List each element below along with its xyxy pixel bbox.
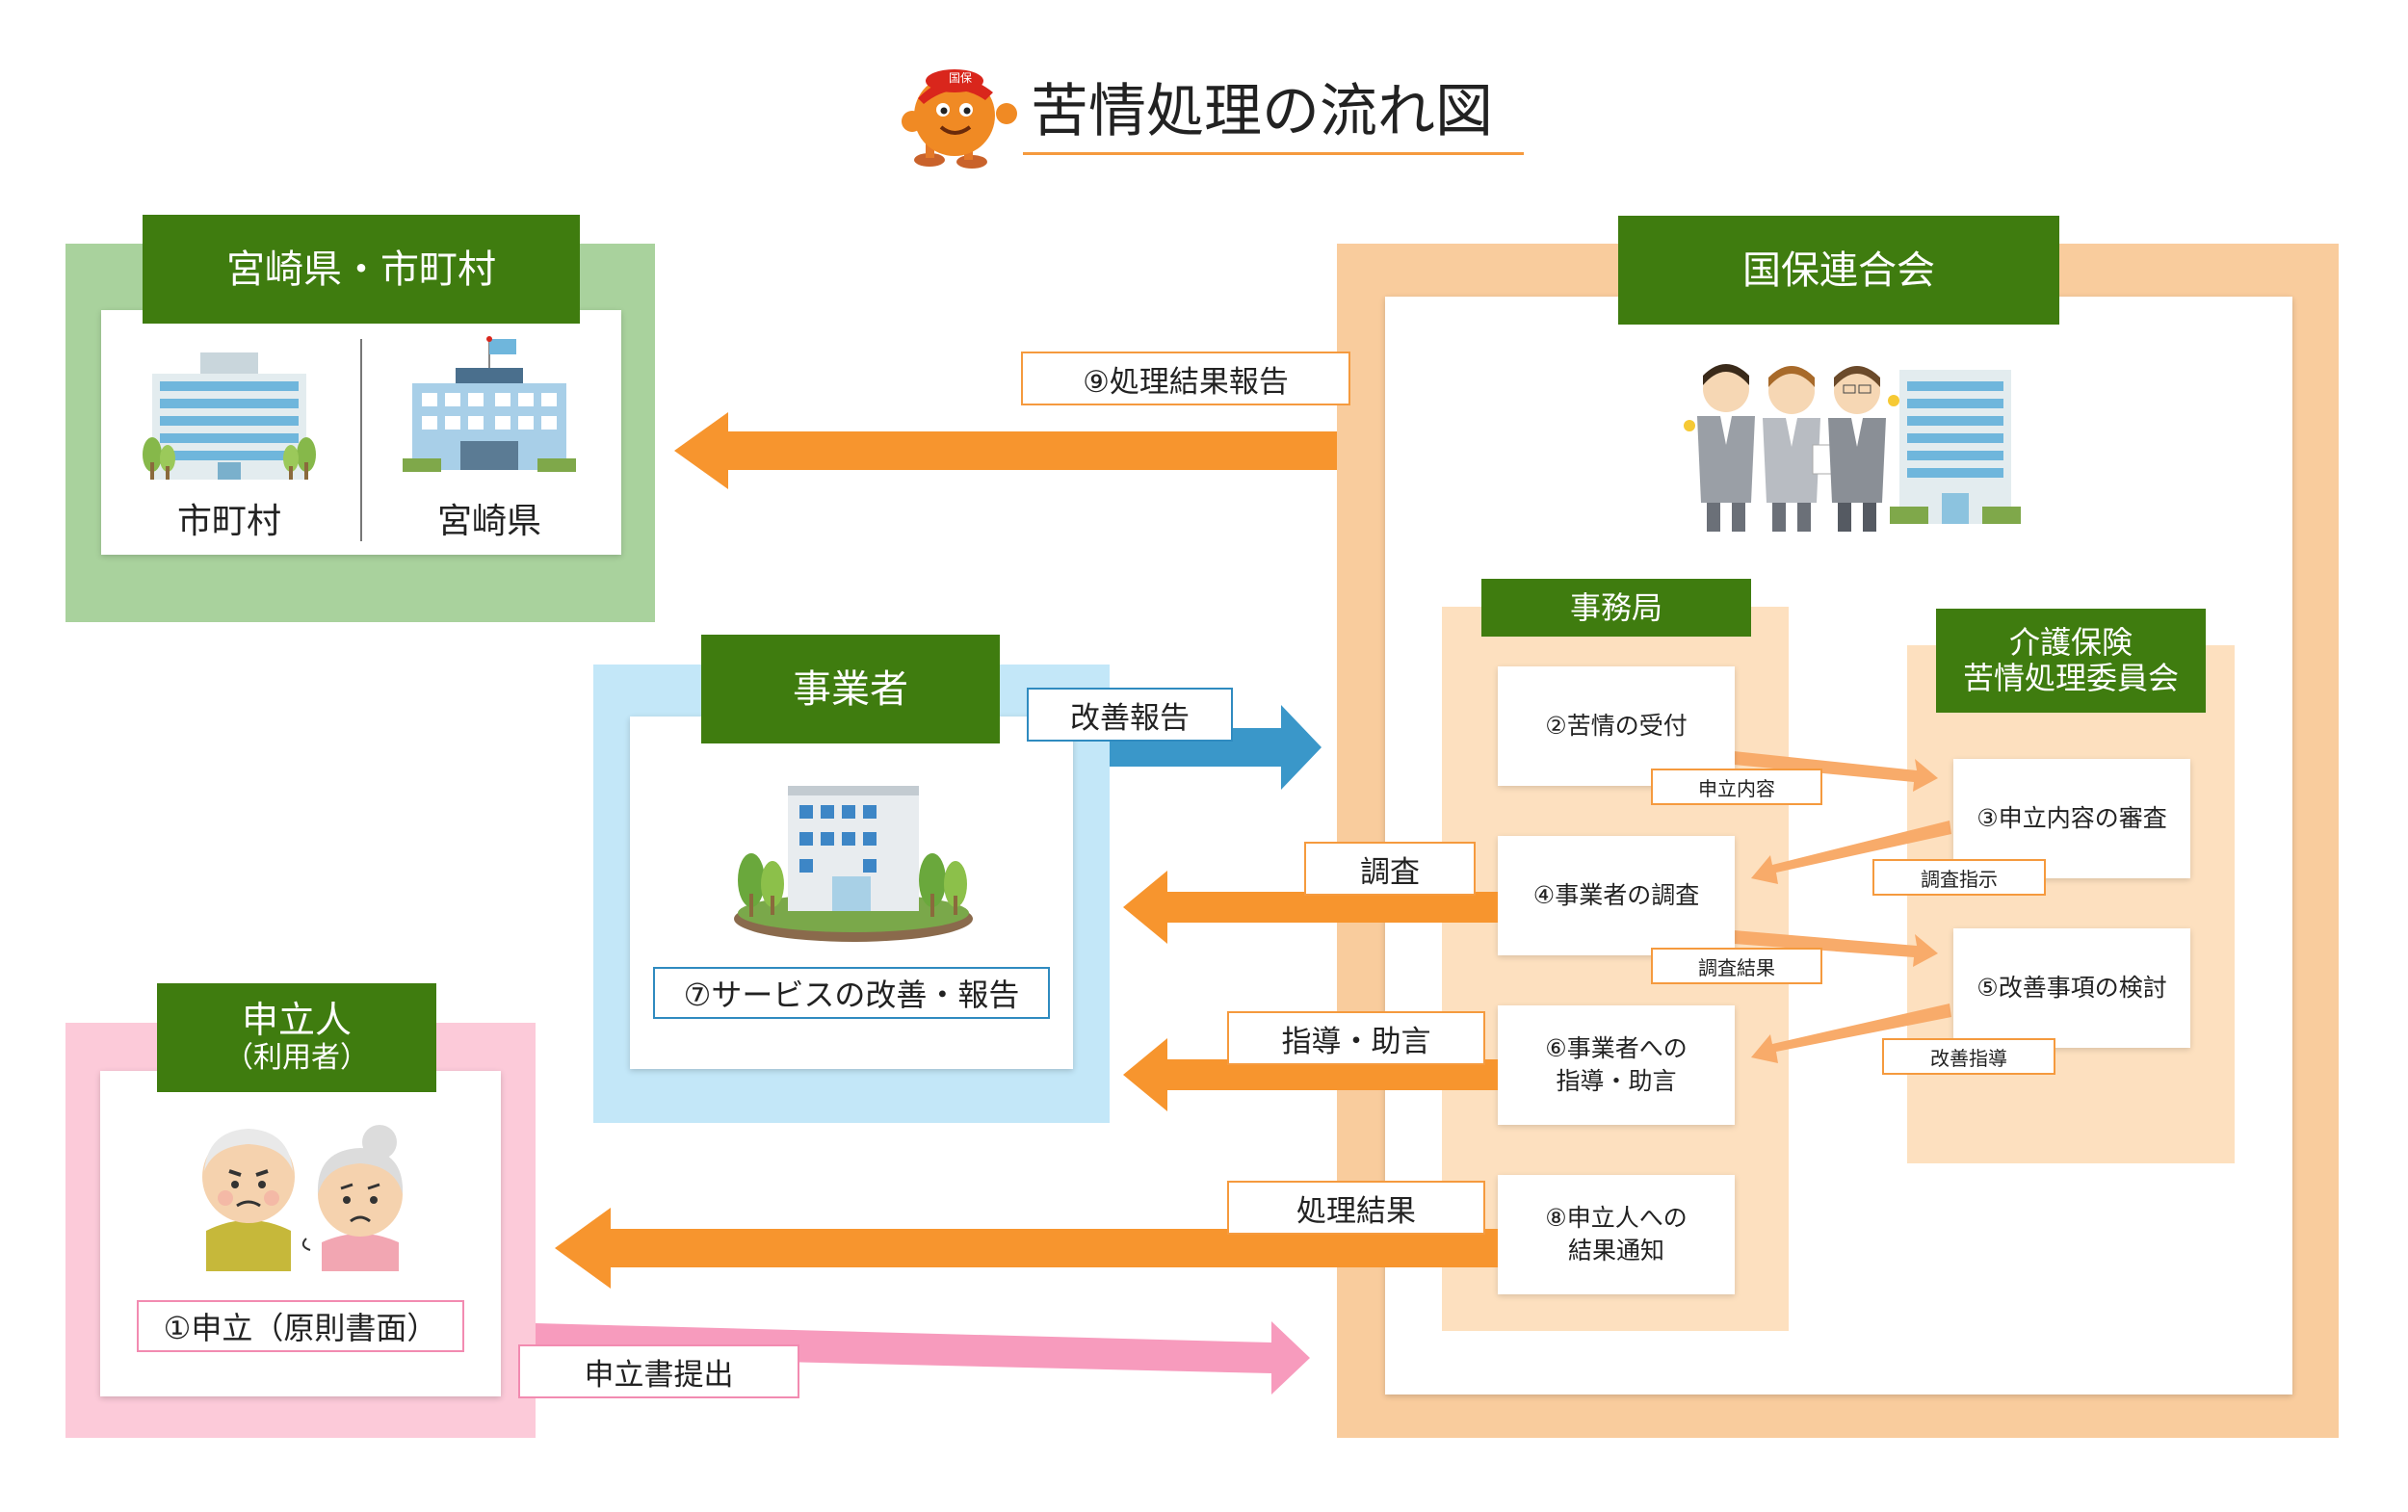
label-guidance: 指導・助言 <box>1227 1011 1485 1065</box>
label-investigation-instruction: 調査指示 <box>1872 859 2046 896</box>
kokuho-header: 国保連合会 <box>1618 216 2059 325</box>
title-underline <box>1023 152 1524 155</box>
label-application-content: 申立内容 <box>1651 769 1822 805</box>
provider-header: 事業者 <box>701 635 1000 743</box>
label-improvement-report: 改善報告 <box>1027 688 1233 742</box>
committee-header: 介護保険 苦情処理委員会 <box>1936 609 2206 713</box>
step-5-box: ⑤改善事項の検討 <box>1953 928 2190 1048</box>
complainant-subtitle: （利用者） <box>224 1041 369 1076</box>
step-4-box: ④事業者の調査 <box>1498 836 1735 955</box>
step-3-box: ③申立内容の審査 <box>1953 759 2190 878</box>
complainant-action-box: ①申立（原則書面） <box>137 1300 464 1352</box>
page-title: 苦情処理の流れ図 <box>1031 78 1493 145</box>
label-application-submission: 申立書提出 <box>518 1344 799 1398</box>
label-investigation-result: 調査結果 <box>1651 948 1822 984</box>
complainant-title: 申立人 <box>241 999 352 1042</box>
prefecture-label: 宮崎県 <box>436 502 541 541</box>
label-improvement-guidance: 改善指導 <box>1882 1038 2055 1075</box>
municipal-building-icon <box>143 352 316 480</box>
elderly-couple-icon <box>202 1125 404 1271</box>
label-result-report: ⑨処理結果報告 <box>1021 352 1350 405</box>
arrow-result-report <box>674 412 1337 489</box>
label-investigation: 調査 <box>1304 842 1476 896</box>
step-2-box: ②苦情の受付 <box>1498 666 1735 786</box>
step-6-box: ⑥事業者への 指導・助言 <box>1498 1005 1735 1125</box>
prefectural-office-icon <box>403 336 576 472</box>
mascot: 国保 <box>901 60 1026 173</box>
committee-panel <box>1907 645 2235 1163</box>
orange-mascot-icon <box>902 69 1017 169</box>
provider-action-box: ⑦サービスの改善・報告 <box>653 967 1050 1019</box>
secretariat-header: 事務局 <box>1481 579 1751 637</box>
card-divider <box>360 339 362 541</box>
mascot-cap-text: 国保 <box>948 71 972 85</box>
office-building-icon <box>734 786 973 942</box>
complainant-header: 申立人 （利用者） <box>157 983 436 1092</box>
staff-and-building-icon <box>1684 364 2021 532</box>
step-8-box: ⑧申立人への 結果通知 <box>1498 1175 1735 1294</box>
prefecture-header: 宮崎県・市町村 <box>143 215 580 324</box>
label-result: 処理結果 <box>1227 1181 1485 1235</box>
municipality-label: 市町村 <box>176 502 281 541</box>
